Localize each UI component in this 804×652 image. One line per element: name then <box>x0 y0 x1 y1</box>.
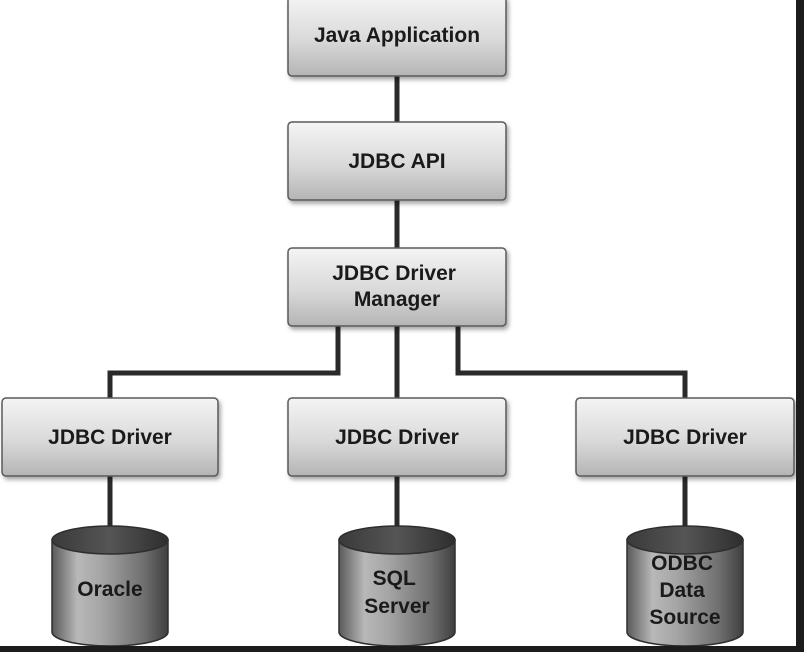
java-application-label: Java Application <box>314 24 480 47</box>
sql-server-database-cylinder: SQL Server <box>338 525 456 647</box>
jdbc-driver-manager-label: JDBC Driver Manager <box>332 262 462 311</box>
jdbc-driver-left-label: JDBC Driver <box>48 426 172 449</box>
jdbc-api-box: JDBC API <box>287 121 507 201</box>
oracle-database-cylinder: Oracle <box>51 525 169 647</box>
jdbc-api-label: JDBC API <box>348 150 445 173</box>
jdbc-driver-manager-line-2: Manager <box>354 288 440 311</box>
jdbc-driver-right-label: JDBC Driver <box>623 426 747 449</box>
jdbc-driver-manager-box: JDBC Driver Manager <box>287 247 507 327</box>
connector-manager-driver-left <box>107 326 341 398</box>
java-application-box: Java Application <box>287 0 507 77</box>
sql-server-line-1: SQL <box>373 567 416 590</box>
sql-server-line-2: Server <box>364 595 429 618</box>
oracle-label: Oracle <box>77 578 142 601</box>
odbc-line-1: ODBC <box>651 552 713 575</box>
screenshot-edge-bottom <box>0 646 804 652</box>
connector-manager-driver-right <box>455 326 688 398</box>
jdbc-driver-box-mid: JDBC Driver <box>287 397 507 477</box>
connectors <box>107 76 688 530</box>
odbc-data-source-database-cylinder: ODBC Data Source <box>626 525 744 647</box>
odbc-line-2: Data <box>659 579 705 602</box>
jdbc-driver-box-right: JDBC Driver <box>575 397 795 477</box>
jdbc-driver-box-left: JDBC Driver <box>1 397 219 477</box>
jdbc-driver-mid-label: JDBC Driver <box>335 426 459 449</box>
odbc-line-3: Source <box>649 606 720 629</box>
oracle-line-1: Oracle <box>77 578 142 601</box>
odbc-data-source-label: ODBC Data Source <box>649 552 720 629</box>
sql-server-label: SQL Server <box>364 567 429 618</box>
jdbc-driver-manager-line-1: JDBC Driver <box>332 262 456 285</box>
screenshot-edge-right <box>796 0 804 652</box>
